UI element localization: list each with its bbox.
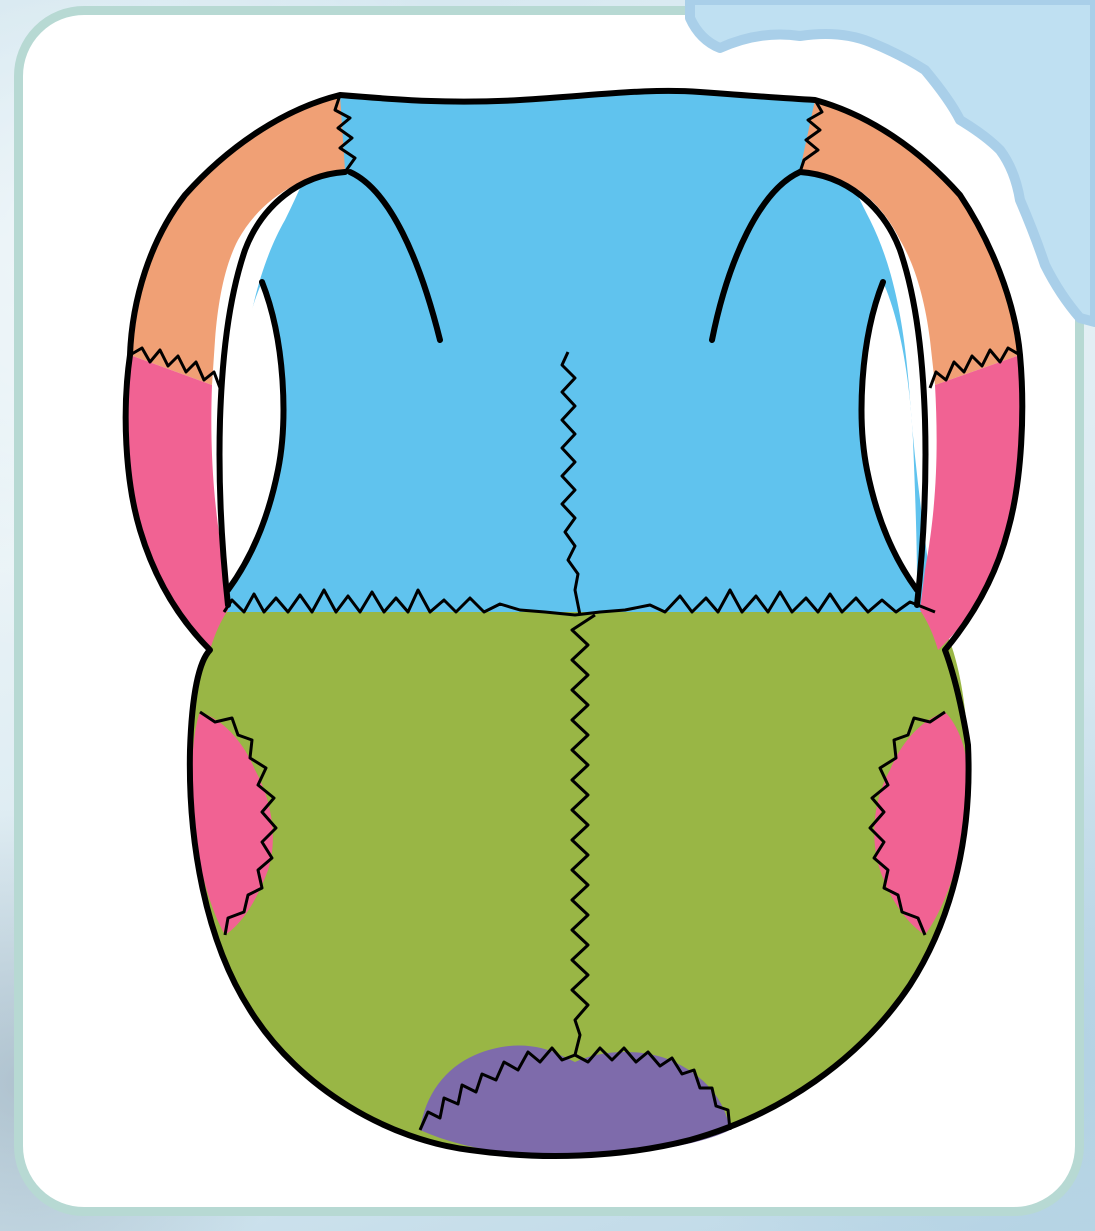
right-temporal-upper-region	[920, 355, 1022, 650]
